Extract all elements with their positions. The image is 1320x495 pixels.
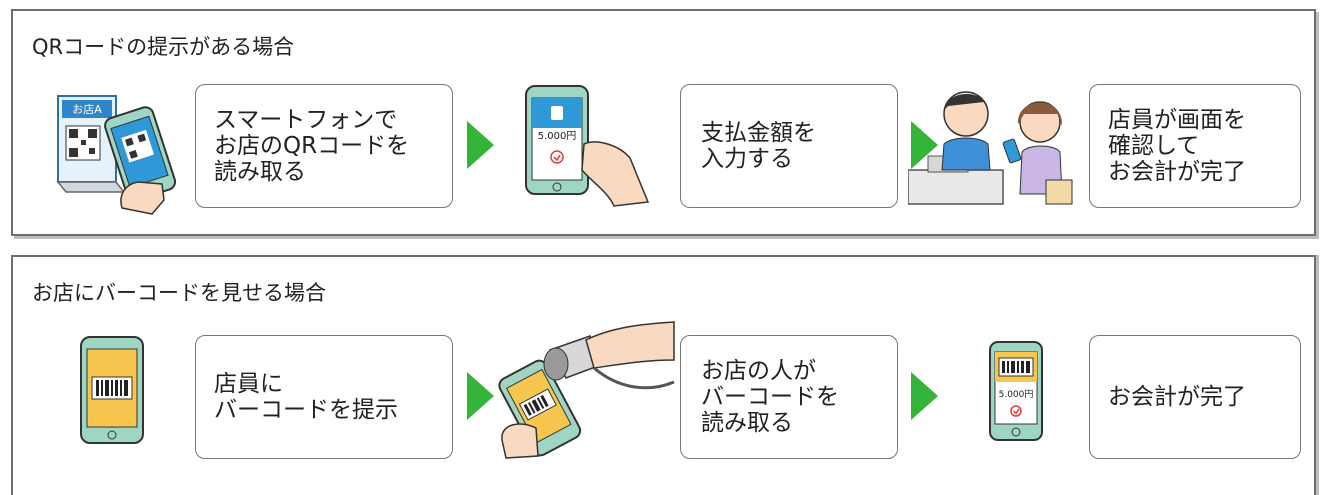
step-staff-scan: お店の人が バーコードを 読み取る	[680, 335, 898, 459]
step-text: お会計が完了	[1108, 384, 1246, 410]
step-show-barcode: 店員に バーコードを提示	[195, 335, 453, 459]
svg-text:お店A: お店A	[72, 102, 102, 116]
step-payment-complete: お会計が完了	[1089, 335, 1301, 459]
next-arrow-icon	[911, 372, 938, 420]
phone-barcode-icon	[80, 336, 144, 444]
phone-amount-input-icon: 5.000円	[525, 85, 650, 207]
next-arrow-icon	[467, 121, 494, 169]
step-text: 店員に バーコードを提示	[214, 371, 398, 423]
step-text: 店員が画面を 確認して お会計が完了	[1108, 107, 1246, 185]
section-title: お店にバーコードを見せる場合	[32, 281, 326, 305]
step-text: 支払金額を 入力する	[701, 120, 816, 172]
qr-stand-scan-icon: お店A	[56, 95, 177, 215]
step-qr-scan: スマートフォンで お店のQRコードを 読み取る	[195, 84, 453, 208]
step-text: お店の人が バーコードを 読み取る	[701, 358, 839, 436]
step-staff-confirm: 店員が画面を 確認して お会計が完了	[1089, 84, 1301, 208]
step-text: スマートフォンで お店のQRコードを 読み取る	[214, 107, 410, 185]
step-enter-amount: 支払金額を 入力する	[680, 84, 898, 208]
phone-paid-icon: 5.000円	[989, 341, 1043, 441]
svg-text:5.000円: 5.000円	[538, 131, 577, 142]
staff-confirm-icon	[908, 91, 1073, 205]
barcode-scanner-icon	[498, 321, 675, 459]
next-arrow-icon	[467, 372, 494, 420]
section-title: QRコードの提示がある場合	[32, 35, 295, 59]
svg-text:5.000円: 5.000円	[999, 389, 1034, 400]
